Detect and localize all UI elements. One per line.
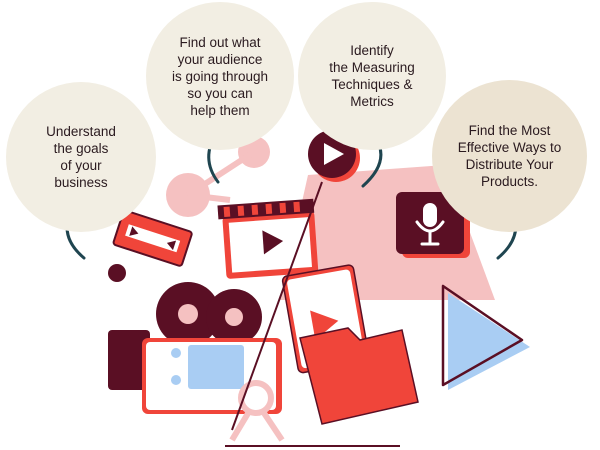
- step-bubble-1: Understand the goals of your business: [6, 82, 156, 232]
- folder-icon: [299, 327, 419, 425]
- triangle-icon: [441, 284, 530, 390]
- step-bubble-3: Identify the Measuring Techniques & Metr…: [298, 2, 446, 150]
- step-bubble-2: Find out what your audience is going thr…: [146, 2, 294, 150]
- clapperboard-icon: [217, 198, 319, 279]
- play-icon: [262, 230, 284, 255]
- film-camera-icon: [108, 282, 285, 442]
- pink-connector: [186, 149, 256, 198]
- play-icon: [324, 143, 344, 165]
- step-bubble-4: Find the Most Effective Ways to Distribu…: [432, 80, 587, 232]
- pink-connector-2: [187, 192, 231, 203]
- microphone-card: [396, 192, 470, 258]
- cassette-icon: [112, 209, 193, 267]
- dark-dot: [108, 264, 126, 282]
- microphone-icon: [415, 203, 445, 246]
- play-icon: [310, 310, 339, 340]
- diagonal-line: [231, 181, 323, 431]
